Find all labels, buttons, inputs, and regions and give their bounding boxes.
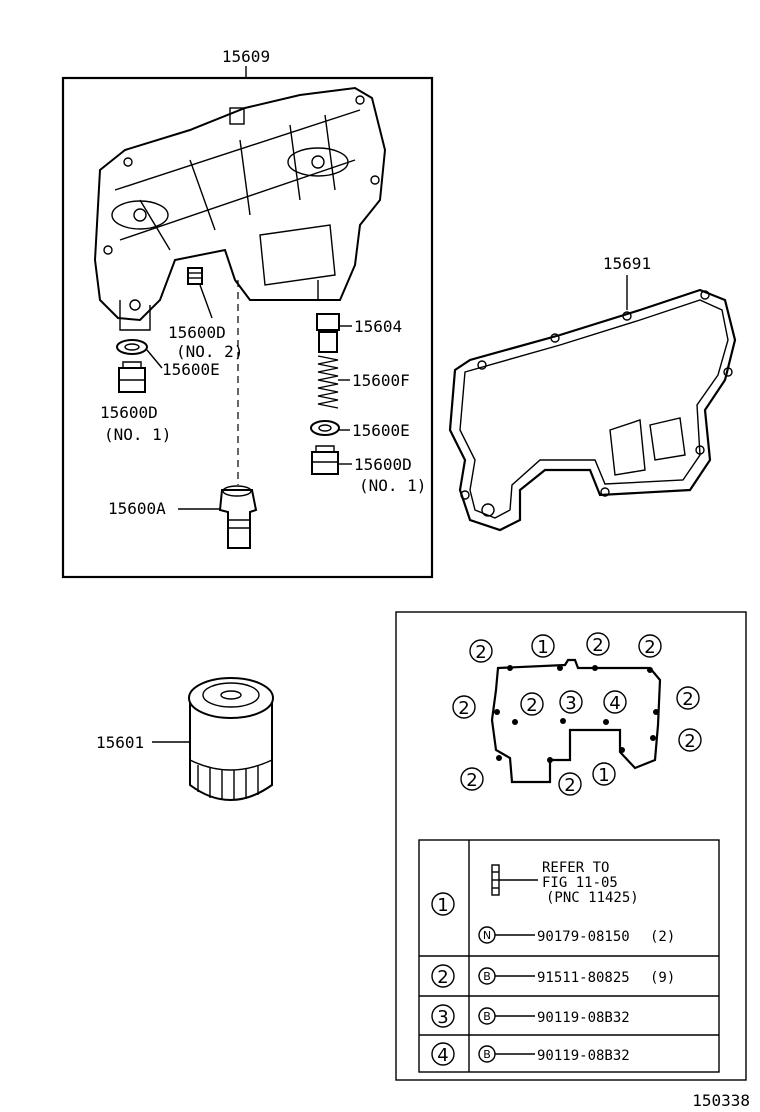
legend-refer-line1: REFER TO bbox=[542, 860, 609, 876]
svg-text:1: 1 bbox=[598, 765, 609, 786]
label-plug-d1-right-note: (NO. 1) bbox=[359, 476, 426, 495]
legend-key: 4 bbox=[437, 1045, 448, 1066]
diagram-code: 150338 bbox=[692, 1091, 750, 1110]
svg-text:2: 2 bbox=[458, 698, 469, 719]
legend-refer-line2: FIG 11-05 bbox=[542, 875, 618, 891]
legend-table: 1 REFER TO FIG 11-05 (PNC 11425) N 90179… bbox=[418, 839, 720, 1073]
legend-part-number: 90119-08B32 bbox=[537, 1048, 630, 1064]
svg-text:1: 1 bbox=[537, 637, 548, 658]
svg-text:4: 4 bbox=[609, 693, 620, 714]
plug-15600d-no1-right bbox=[311, 445, 339, 475]
label-plug-d2: 15600D bbox=[168, 323, 226, 342]
marker-circle: 1 bbox=[592, 762, 616, 786]
legend-key: 2 bbox=[437, 967, 448, 988]
legend-key: 1 bbox=[437, 895, 448, 916]
label-gasket: 15691 bbox=[603, 254, 651, 273]
label-plug-d1-right: 15600D bbox=[354, 455, 412, 474]
label-washer-left: 15600E bbox=[162, 360, 220, 379]
svg-text:2: 2 bbox=[526, 695, 537, 716]
svg-text:2: 2 bbox=[592, 635, 603, 656]
marker-circle: 2 bbox=[452, 695, 476, 719]
label-valve-a: 15600A bbox=[108, 499, 166, 518]
legend-quantity: (2) bbox=[650, 929, 675, 945]
label-housing: 15609 bbox=[222, 47, 270, 66]
svg-text:2: 2 bbox=[684, 731, 695, 752]
marker-circle: 2 bbox=[558, 772, 582, 796]
bolt-map-outline bbox=[490, 658, 662, 784]
gasket-15691 bbox=[448, 288, 737, 532]
bolt-legend-frame bbox=[395, 611, 747, 1081]
label-plug-d1-left: 15600D bbox=[100, 403, 158, 422]
plug-15600d-no2 bbox=[187, 267, 203, 285]
marker-circle: 2 bbox=[638, 634, 662, 658]
legend-part-number: 90119-08B32 bbox=[537, 1010, 630, 1026]
legend-badge: B bbox=[483, 1048, 491, 1061]
spring-15600f bbox=[317, 355, 339, 409]
label-valve-15604: 15604 bbox=[354, 317, 402, 336]
legend-row: 2 B 91511-80825 (9) bbox=[431, 964, 675, 988]
valve-15600a bbox=[218, 485, 258, 549]
svg-text:3: 3 bbox=[565, 693, 576, 714]
legend-quantity: (9) bbox=[650, 970, 675, 986]
legend-badge: B bbox=[483, 970, 491, 983]
marker-circle: 4 bbox=[603, 690, 627, 714]
legend-part-number: 90179-08150 bbox=[537, 929, 630, 945]
label-washer-right: 15600E bbox=[352, 421, 410, 440]
marker-circle: 2 bbox=[520, 692, 544, 716]
svg-text:2: 2 bbox=[466, 770, 477, 791]
marker-circle: 1 bbox=[531, 634, 555, 658]
relief-valve-15604 bbox=[316, 313, 340, 353]
legend-part-number: 91511-80825 bbox=[537, 970, 630, 986]
legend-row: 1 REFER TO FIG 11-05 (PNC 11425) N 90179… bbox=[431, 860, 675, 945]
washer-15600e-right bbox=[310, 420, 340, 436]
legend-badge: N bbox=[483, 929, 491, 942]
label-plug-d1-left-note: (NO. 1) bbox=[104, 425, 171, 444]
legend-refer-line3: (PNC 11425) bbox=[546, 890, 639, 906]
legend-row: 3 B 90119-08B32 bbox=[431, 1004, 630, 1028]
legend-row: 4 B 90119-08B32 bbox=[431, 1042, 630, 1066]
label-spring: 15600F bbox=[352, 371, 410, 390]
bolt-map-markers: 2 1 2 2 2 2 3 4 2 2 2 2 1 bbox=[452, 632, 702, 796]
bolt-map-points bbox=[494, 665, 659, 763]
marker-circle: 2 bbox=[678, 728, 702, 752]
legend-key: 3 bbox=[437, 1007, 448, 1028]
svg-text:2: 2 bbox=[475, 642, 486, 663]
plug-15600d-no1-left bbox=[118, 361, 146, 393]
marker-circle: 3 bbox=[559, 690, 583, 714]
label-filter: 15601 bbox=[96, 733, 144, 752]
marker-circle: 2 bbox=[676, 686, 700, 710]
housing-group-frame bbox=[61, 76, 434, 579]
marker-circle: 2 bbox=[469, 639, 493, 663]
svg-text:2: 2 bbox=[644, 637, 655, 658]
oil-filter-15601 bbox=[188, 677, 274, 801]
marker-circle: 2 bbox=[586, 632, 610, 656]
marker-circle: 2 bbox=[460, 767, 484, 791]
label-plug-d2-note: (NO. 2) bbox=[176, 342, 243, 361]
svg-text:2: 2 bbox=[564, 775, 575, 796]
svg-text:2: 2 bbox=[682, 689, 693, 710]
oil-pump-housing bbox=[93, 86, 387, 331]
legend-badge: B bbox=[483, 1010, 491, 1023]
washer-15600e-left bbox=[116, 339, 148, 355]
